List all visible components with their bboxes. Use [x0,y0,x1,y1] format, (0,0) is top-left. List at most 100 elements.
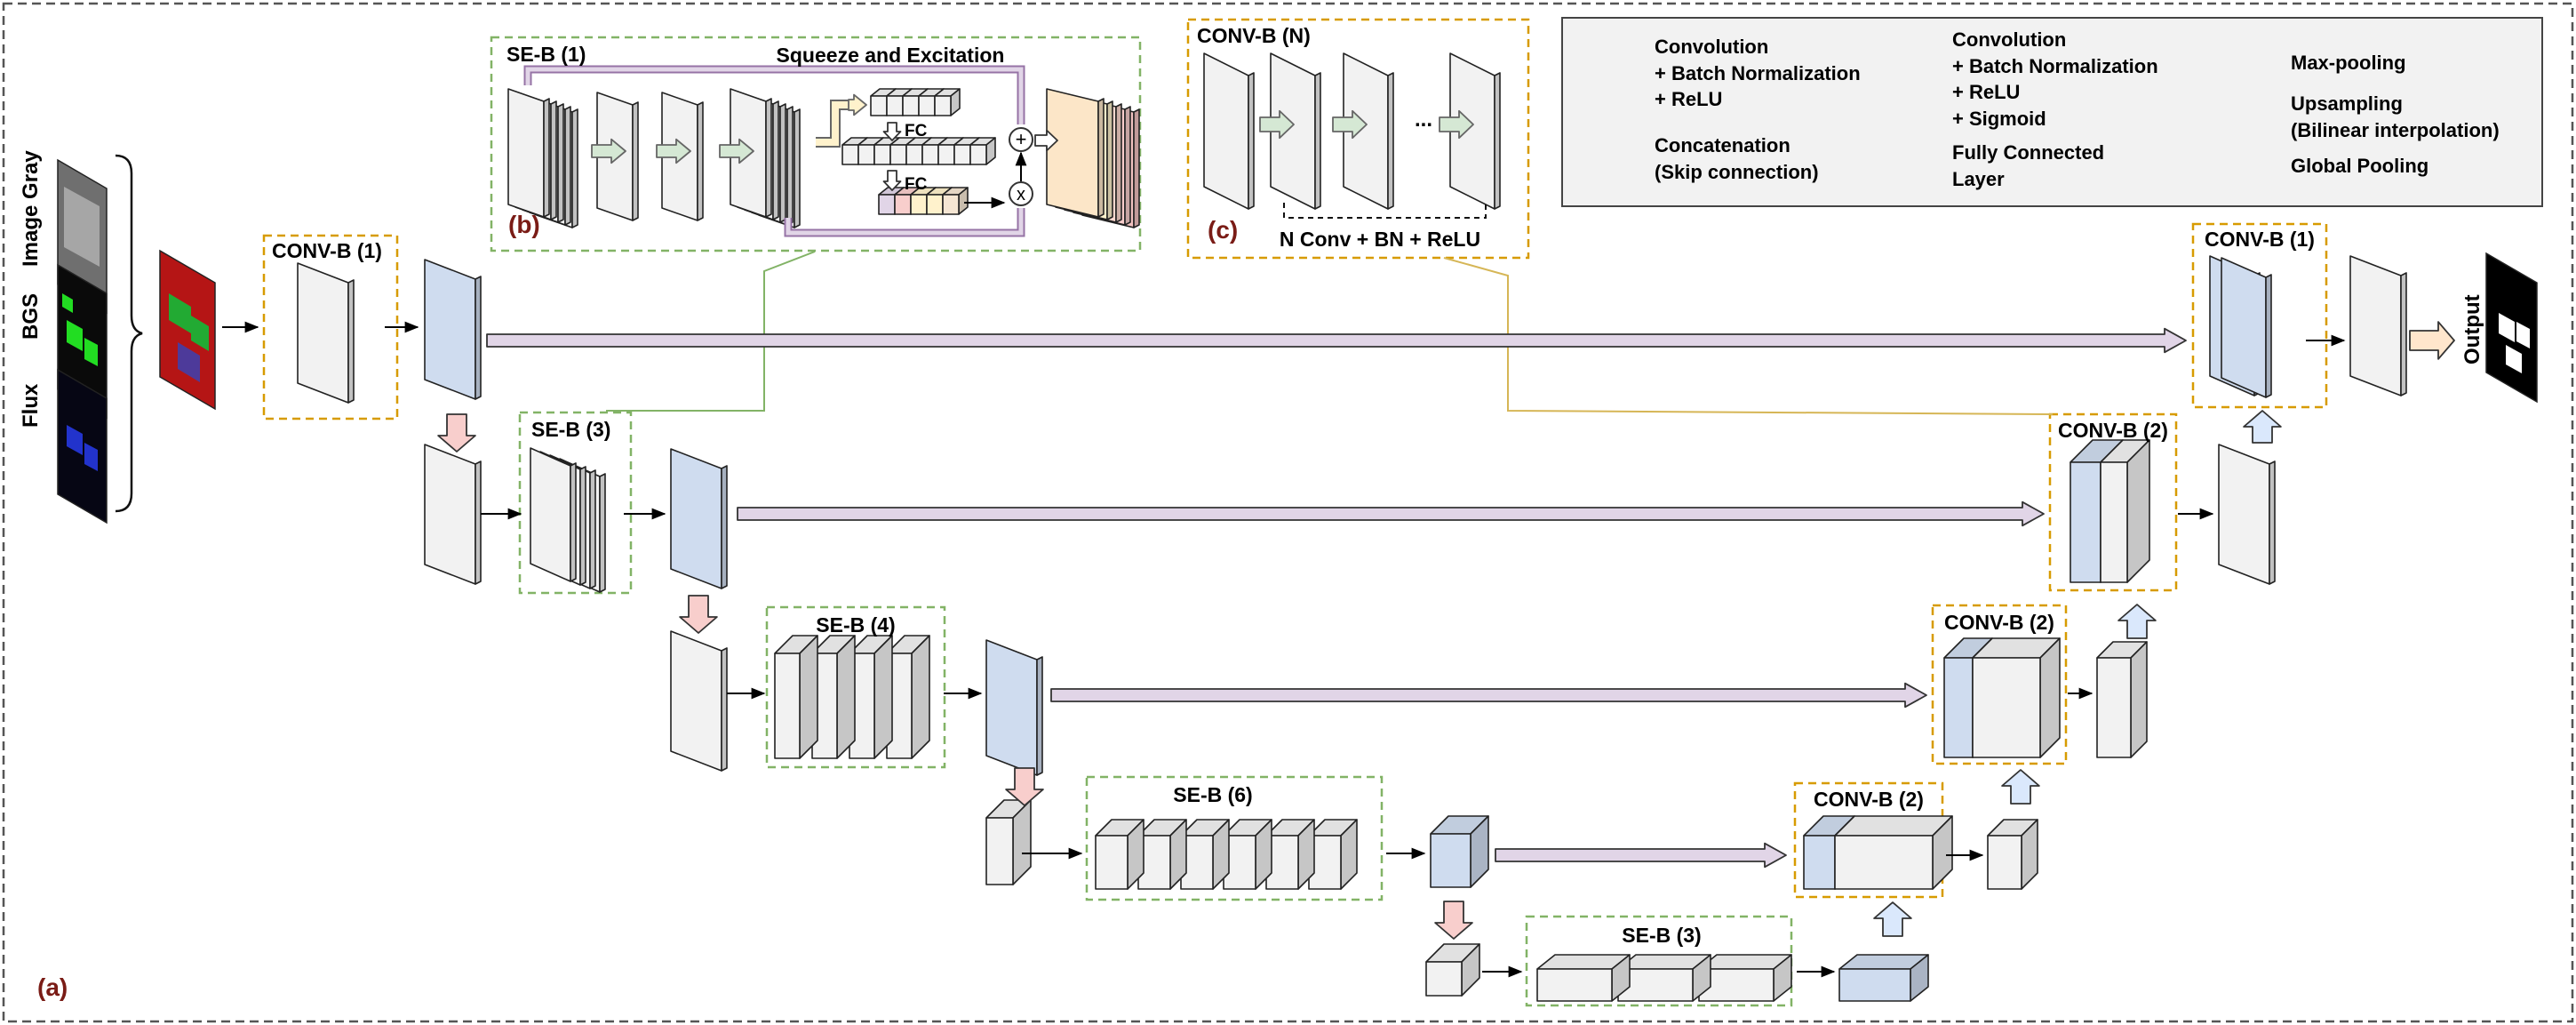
legend-text: Convolution + Batch Normalization + ReLU… [1655,28,2500,190]
label-convb2-top: CONV-B (2) [2058,419,2168,442]
convb1-enc-block [297,262,355,404]
input-brace [115,154,143,513]
legend-upsampling-2: (Bilinear interpolation) [2291,119,2500,141]
label-seb3-top: SE-B (3) [531,418,610,441]
convb2-mid-frame [1931,604,2068,765]
label-convb2-mid: CONV-B (2) [1944,611,2054,634]
legend-upsampling-1: Upsampling [2291,92,2403,115]
panel-b-green-arrow-1 [591,138,626,164]
panel-b-output-layer [1046,88,1105,218]
panel-b-global-pool-arrowhead [848,93,867,116]
legend-conv-sigmoid-1: Convolution [1952,28,2066,51]
skip-connection-3 [1050,682,1927,709]
legend-concat-1: Concatenation [1655,134,1790,156]
output-image [2485,252,2538,404]
maxpool-arrow-4 [1434,901,1473,940]
panel-c-caption: N Conv + BN + ReLU [1280,228,1480,251]
dec3-concat-up [1972,637,2061,758]
panel-label-a: (a) [37,973,68,1001]
seb6-layer [1137,819,1187,890]
panel-b-skip-path [525,67,1024,124]
legend-conv-bn-relu-2: + Batch Normalization [1655,62,1861,84]
seb6-output-map [1430,815,1489,888]
panel-label-c: (c) [1208,216,1238,244]
panel-b-green-arrow-3 [719,138,754,164]
label-convb1-enc: CONV-B (1) [272,239,382,262]
panel-c-conv-2 [1343,52,1394,210]
input-label-flux: Flux [19,383,43,428]
seb6-layer [1265,819,1315,890]
seb3-bottom-layer [1698,954,1792,1002]
maxpool-arrow-2 [679,595,718,634]
panel-b-fc1-cell [969,137,996,165]
panel-c-green-arrow-2 [1332,109,1368,140]
seb4-layer [849,635,893,759]
panel-b-input-layer [507,88,550,218]
pool3-output-map [985,799,1032,885]
panel-b-operators [1009,127,1033,206]
seb3-bottom-layer [1617,954,1711,1002]
legend-maxpool: Max-pooling [2291,52,2406,74]
input-label-image-gray: Image Gray [19,150,43,267]
convb2-top-frame [2048,412,2178,592]
upsample-arrow-3 [2117,604,2157,639]
output-label: Output [2460,294,2484,364]
maxpool-arrow-3 [1005,767,1044,806]
seb3-top-output-map [670,448,728,589]
panel-b-global-pool-arrow-fill [816,101,855,146]
times-symbol: x [1017,185,1025,204]
seb4-frame [765,605,946,769]
dec1-concat-up [2221,257,2272,398]
panel-c-green-arrow-1 [1259,109,1295,140]
label-seb4: SE-B (4) [816,613,895,637]
panel-b-subtitle: Squeeze and Excitation [777,44,1005,67]
fc-label-2: FC [905,175,928,194]
legend-concat-2: (Skip connection) [1655,161,1819,183]
times-operator [1009,181,1033,206]
panel-b-scale-path [786,208,1024,236]
convb1-dec-frame [2191,222,2328,409]
panel-c-green-arrow-3 [1439,109,1474,140]
seb4-output-map [985,639,1043,776]
dec4-concat-up [1834,815,1953,890]
panel-label-b: (b) [508,211,540,238]
upsample-arrow-4 [2243,410,2282,444]
feature-blocks [297,52,2407,1002]
seb6-layer [1180,819,1230,890]
panel-b-fc-arrow-1 [882,122,902,141]
legend-fc-1: Fully Connected [1952,141,2104,164]
legend-conv-sigmoid-3: + ReLU [1952,81,2020,103]
legend-box [1561,17,2543,207]
convb1-enc-frame [262,234,399,420]
skip-connection-1 [486,327,2187,354]
label-seb6: SE-B (6) [1173,783,1252,806]
panel-c-input-map [1203,52,1255,210]
callout-b-line [606,251,816,412]
dec3-output-map [2096,641,2148,758]
sigmoid-output-arrow [2409,321,2455,360]
input-images [57,154,216,525]
dec2-output-map [2218,444,2276,585]
plus-symbol: + [1016,128,1027,150]
pool4-output-map [1425,943,1480,997]
fc-label-1: FC [905,122,928,140]
seb6-layer [1095,819,1144,890]
pool1-output-map [424,444,482,585]
enc1-output-map [424,259,482,400]
seb6-layer [1308,819,1358,890]
label-convb1-dec: CONV-B (1) [2205,228,2315,251]
panel-b-out-arrow [1034,129,1058,152]
plus-operator [1009,127,1033,152]
dec2-concat-up [2100,439,2150,583]
panel-b-green-arrow-2 [656,138,691,164]
label-seb3-bottom: SE-B (3) [1622,924,1701,947]
skip-connection-2 [737,500,2045,527]
legend-global-pool: Global Pooling [2291,155,2428,177]
seb3-bottom-layer [1536,954,1631,1002]
upsample-arrow-2 [2001,769,2040,805]
panel-c-title: CONV-B (N) [1197,24,1311,47]
legend-conv-sigmoid-2: + Batch Normalization [1952,55,2158,77]
panel-c-frame [1186,18,1530,260]
seb4-layer [811,635,856,759]
